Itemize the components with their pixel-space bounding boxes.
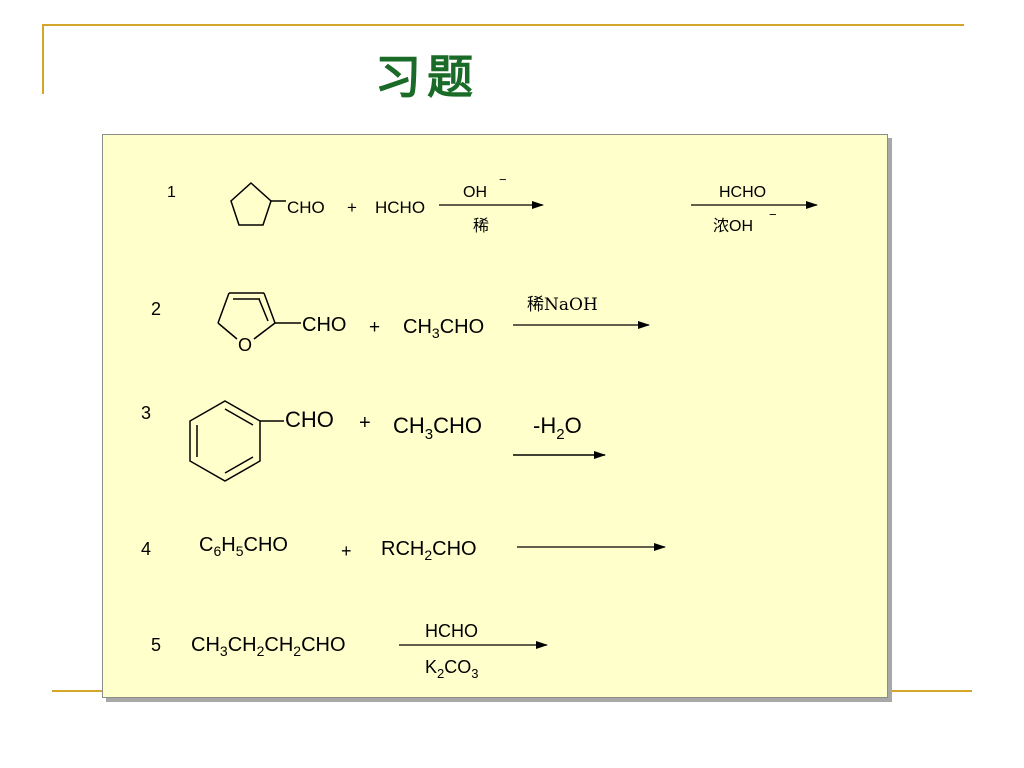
- problem-number: 3: [141, 403, 151, 423]
- condition-formaldehyde: HCHO: [425, 621, 478, 641]
- reactant-acetaldehyde: CH3CHO: [403, 316, 484, 341]
- problem-number: 1: [167, 184, 176, 201]
- benzene-inner-bond: [224, 456, 254, 474]
- problem-4: 4 C6H5CHO + RCH2CHO: [141, 534, 666, 563]
- furan-bond: [253, 322, 276, 340]
- furan-double-bond: [258, 298, 269, 322]
- condition-water-loss: -H2O: [533, 413, 582, 443]
- condition-potassium-carbonate: K2CO3: [425, 657, 478, 681]
- condition-hydroxide: OH: [463, 184, 487, 201]
- reactant-butanal: CH3CH2CH2CHO: [191, 634, 346, 659]
- slide-title: 习题: [375, 50, 479, 104]
- reactant-benzaldehyde: C6H5CHO: [199, 534, 288, 559]
- problem-1: 1 CHO + HCHO OH − 稀 HCHO 浓OH −: [167, 172, 818, 235]
- problem-number: 5: [151, 635, 161, 655]
- condition-charge: −: [499, 172, 507, 187]
- condition-concentrated-base: 浓OH: [713, 217, 753, 235]
- reactant-acetaldehyde: CH3CHO: [393, 413, 482, 443]
- reactant-aldehyde-group: CHO: [285, 407, 334, 432]
- reactant-formaldehyde: HCHO: [375, 198, 425, 217]
- problem-number: 4: [141, 539, 151, 559]
- reactant-aldehyde-group: CHO: [302, 314, 346, 336]
- plus-sign: +: [359, 412, 371, 434]
- plus-sign: +: [369, 317, 380, 338]
- problem-number: 2: [151, 299, 161, 319]
- bottom-right-accent-line: [890, 690, 972, 692]
- condition-dilute: 稀: [473, 217, 489, 235]
- furan-bond: [217, 322, 238, 340]
- furan-bond: [217, 292, 230, 324]
- exercise-panel: 1 CHO + HCHO OH − 稀 HCHO 浓OH − 2 O: [102, 134, 888, 698]
- plus-sign: +: [347, 198, 357, 217]
- plus-sign: +: [341, 541, 352, 561]
- top-accent-line: [42, 24, 964, 26]
- benzene-inner-bond: [224, 408, 254, 426]
- problem-3: 3 CHO + CH3CHO -H2O: [141, 400, 606, 482]
- bottom-left-accent-line: [52, 690, 102, 692]
- reactant-aldehyde-group: CHO: [287, 198, 325, 217]
- benzene-ring: [189, 400, 261, 482]
- cyclopentane-ring: [230, 181, 272, 226]
- left-accent-bar: [42, 24, 44, 94]
- problem-5: 5 CH3CH2CH2CHO HCHO K2CO3: [151, 621, 548, 681]
- condition-dilute-naoh: 稀NaOH: [527, 295, 598, 315]
- reactant-aldehyde: RCH2CHO: [381, 538, 477, 563]
- condition-formaldehyde: HCHO: [719, 184, 766, 201]
- furan-bond: [263, 292, 276, 324]
- problem-2: 2 O CHO + CH3CHO 稀NaOH: [151, 292, 650, 355]
- furan-oxygen: O: [238, 335, 252, 355]
- condition-charge: −: [769, 207, 777, 222]
- reaction-drawing: 1 CHO + HCHO OH − 稀 HCHO 浓OH − 2 O: [141, 172, 818, 681]
